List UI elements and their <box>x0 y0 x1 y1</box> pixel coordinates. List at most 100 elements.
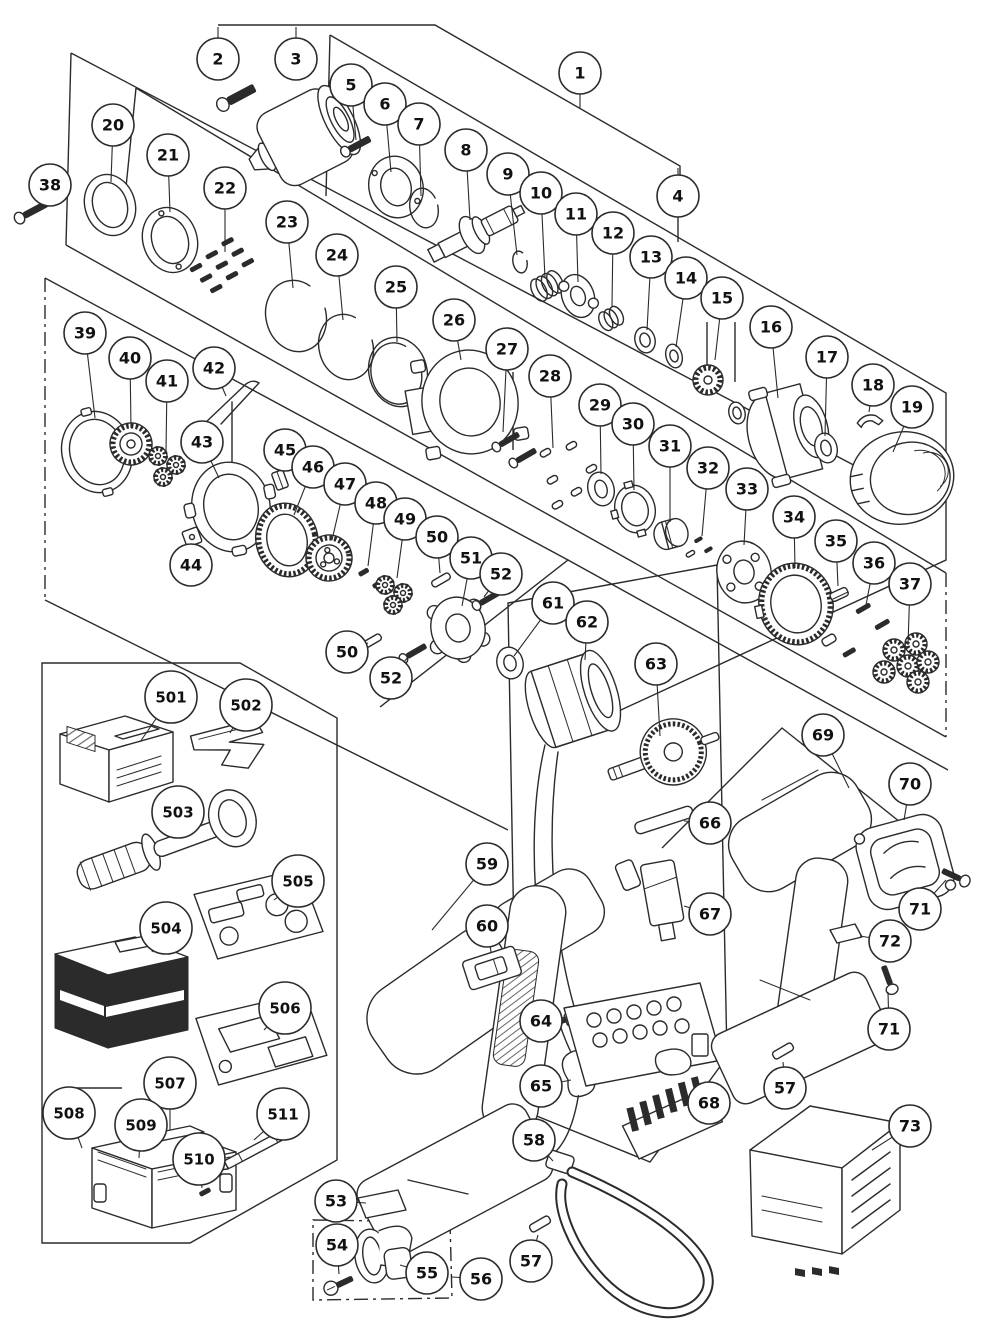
callout-balloon-21[interactable] <box>146 133 190 177</box>
callout-balloon-14[interactable] <box>664 256 708 300</box>
callout-balloon-32[interactable] <box>686 446 730 490</box>
callout-number: 27 <box>496 340 518 359</box>
callout-balloon-27[interactable] <box>485 327 529 371</box>
callout-balloon-56[interactable] <box>459 1257 503 1301</box>
callout-balloon-502[interactable] <box>219 678 273 732</box>
callout-balloon-66[interactable] <box>688 801 732 845</box>
callout-balloon-507[interactable] <box>143 1056 197 1110</box>
callout-balloon-505[interactable] <box>271 854 325 908</box>
callout-balloon-509[interactable] <box>114 1098 168 1152</box>
callout-number: 26 <box>443 311 465 330</box>
callout-balloon-5[interactable] <box>329 63 373 107</box>
callout-balloon-62[interactable] <box>565 600 609 644</box>
callout-balloon-13[interactable] <box>629 235 673 279</box>
callout-balloon-65[interactable] <box>519 1064 563 1108</box>
callout-balloon-73[interactable] <box>888 1104 932 1148</box>
callout-balloon-6[interactable] <box>363 82 407 126</box>
callout-balloon-506[interactable] <box>258 981 312 1035</box>
callout-20: 20 <box>91 103 135 183</box>
side-handle-part-503 <box>76 789 257 891</box>
callout-balloon-19[interactable] <box>890 385 934 429</box>
callout-balloon-71[interactable] <box>867 1007 911 1051</box>
callout-balloon-510[interactable] <box>172 1132 226 1186</box>
callout-balloon-20[interactable] <box>91 103 135 147</box>
callout-balloon-67[interactable] <box>688 892 732 936</box>
callout-balloon-28[interactable] <box>528 354 572 398</box>
callout-balloon-11[interactable] <box>554 192 598 236</box>
callout-balloon-503[interactable] <box>151 785 205 839</box>
callout-balloon-511[interactable] <box>256 1087 310 1141</box>
callout-balloon-10[interactable] <box>519 171 563 215</box>
callout-balloon-44[interactable] <box>169 543 213 587</box>
callout-balloon-501[interactable] <box>144 670 198 724</box>
callout-balloon-3[interactable] <box>274 37 318 81</box>
callout-balloon-30[interactable] <box>611 402 655 446</box>
callout-balloon-63[interactable] <box>634 642 678 686</box>
callout-balloon-58[interactable] <box>512 1118 556 1162</box>
callout-balloon-37[interactable] <box>888 562 932 606</box>
callout-balloon-508[interactable] <box>42 1086 96 1140</box>
callout-balloon-53[interactable] <box>314 1179 358 1223</box>
callout-balloon-9[interactable] <box>486 152 530 196</box>
callout-balloon-43[interactable] <box>180 420 224 464</box>
callout-25: 25 <box>374 265 418 343</box>
callout-number: 12 <box>602 224 624 243</box>
callout-71: 71 <box>867 991 911 1051</box>
callout-balloon-40[interactable] <box>108 336 152 380</box>
nut-part-13 <box>634 326 656 354</box>
callout-balloon-69[interactable] <box>801 713 845 757</box>
callout-balloon-70[interactable] <box>888 762 932 806</box>
callout-balloon-34[interactable] <box>772 495 816 539</box>
battery-part-73 <box>749 1105 901 1277</box>
callout-balloon-31[interactable] <box>648 424 692 468</box>
callout-balloon-22[interactable] <box>203 166 247 210</box>
callout-balloon-26[interactable] <box>432 298 476 342</box>
callout-number: 38 <box>39 176 61 195</box>
callout-balloon-54[interactable] <box>315 1223 359 1267</box>
callout-number: 17 <box>816 348 838 367</box>
callout-balloon-17[interactable] <box>805 335 849 379</box>
callout-number: 68 <box>698 1094 720 1113</box>
callout-balloon-12[interactable] <box>591 211 635 255</box>
callout-balloon-18[interactable] <box>851 363 895 407</box>
callout-number: 1 <box>574 64 585 83</box>
callout-balloon-23[interactable] <box>265 200 309 244</box>
callout-balloon-2[interactable] <box>196 37 240 81</box>
callout-balloon-60[interactable] <box>465 904 509 948</box>
callout-balloon-68[interactable] <box>687 1081 731 1125</box>
motor-group-top <box>379 559 949 771</box>
callout-balloon-16[interactable] <box>749 305 793 349</box>
callout-number: 14 <box>675 269 697 288</box>
callout-balloon-41[interactable] <box>145 359 189 403</box>
callout-balloon-8[interactable] <box>444 128 488 172</box>
callout-balloon-57[interactable] <box>763 1066 807 1110</box>
callout-balloon-39[interactable] <box>63 311 107 355</box>
callout-12: 12 <box>591 211 635 307</box>
callout-balloon-55[interactable] <box>405 1251 449 1295</box>
carrier-part-43 <box>183 461 277 557</box>
callout-balloon-25[interactable] <box>374 265 418 309</box>
callout-balloon-61[interactable] <box>531 581 575 625</box>
callout-balloon-50[interactable] <box>325 630 369 674</box>
callout-balloon-33[interactable] <box>725 467 769 511</box>
callout-balloon-7[interactable] <box>397 102 441 146</box>
callout-balloon-4[interactable] <box>656 174 700 218</box>
callout-balloon-50[interactable] <box>415 515 459 559</box>
callout-balloon-42[interactable] <box>192 346 236 390</box>
callout-balloon-15[interactable] <box>700 276 744 320</box>
callout-balloon-72[interactable] <box>868 919 912 963</box>
callout-balloon-504[interactable] <box>139 901 193 955</box>
callout-balloon-29[interactable] <box>578 383 622 427</box>
callout-balloon-57[interactable] <box>509 1239 553 1283</box>
callout-balloon-59[interactable] <box>465 842 509 886</box>
callout-balloon-1[interactable] <box>558 51 602 95</box>
callout-balloon-64[interactable] <box>519 999 563 1043</box>
callout-balloon-71[interactable] <box>898 887 942 931</box>
callout-balloon-52[interactable] <box>369 656 413 700</box>
callout-balloon-35[interactable] <box>814 519 858 563</box>
callout-17: 17 <box>805 335 849 437</box>
callout-balloon-24[interactable] <box>315 233 359 277</box>
callout-balloon-36[interactable] <box>852 541 896 585</box>
callout-balloon-52[interactable] <box>479 552 523 596</box>
callout-balloon-38[interactable] <box>28 163 72 207</box>
